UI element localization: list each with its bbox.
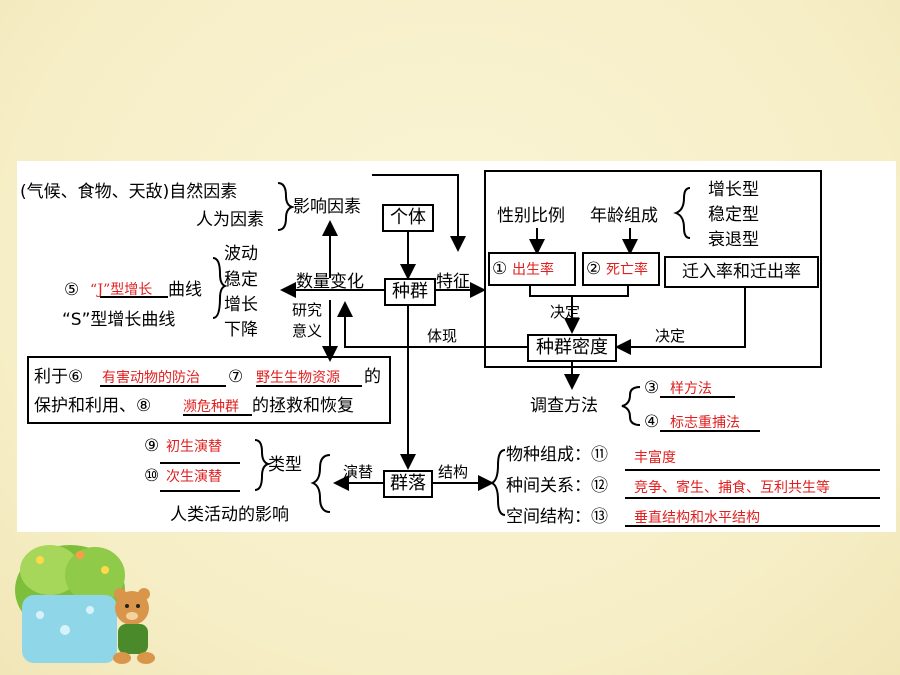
answer-11: 丰富度 — [634, 450, 676, 466]
answer-6: 有害动物的防治 — [102, 370, 200, 386]
node-population: 种群 — [384, 278, 436, 306]
grow-label: 增长 — [224, 295, 258, 315]
de-label: 的 — [364, 367, 381, 387]
answer-7: 野生生物资源 — [256, 370, 340, 386]
answer-5: “J”型增长 — [90, 282, 153, 298]
meaning-label: 意义 — [292, 322, 323, 340]
embody-label: 体现 — [427, 327, 458, 345]
node-density: 种群密度 — [527, 334, 617, 362]
number-2: ② — [586, 259, 602, 279]
research-label: 研究 — [292, 301, 323, 319]
number-1: ① — [492, 259, 508, 279]
quantity-change-label: 数量变化 — [296, 272, 364, 292]
answer-12: 竞争、寄生、捕食、互利共生等 — [634, 480, 830, 496]
feature-label: 特征 — [436, 272, 470, 292]
age-structure-label: 年龄组成 — [590, 206, 658, 226]
community-text: 群落 — [390, 473, 426, 494]
decide-label-1: 决定 — [550, 303, 581, 321]
sex-ratio-label: 性别比例 — [497, 206, 565, 226]
node-individual: 个体 — [382, 204, 434, 232]
natural-factor-label: (气候、食物、天敌)自然因素 — [20, 182, 238, 202]
number-3: ③ — [644, 378, 660, 398]
benefit-end: 的拯救和恢复 — [252, 396, 354, 416]
number-9: ⑨ — [144, 436, 160, 456]
node-birth-rate — [488, 252, 576, 286]
node-community: 群落 — [383, 470, 433, 498]
species-relation-label: 种间关系：⑫ — [506, 476, 608, 496]
number-10: ⑩ — [144, 466, 160, 486]
decide-label-2: 决定 — [655, 327, 686, 345]
number-4: ④ — [644, 412, 660, 432]
human-influence-label: 人类活动的影响 — [170, 505, 289, 525]
answer-2: 死亡率 — [606, 262, 648, 278]
influence-factor-label: 影响因素 — [293, 197, 361, 217]
s-curve-label: “S”型增长曲线 — [62, 310, 176, 330]
migration-text: 迁入率和迁出率 — [682, 262, 801, 282]
curve-label: 曲线 — [168, 280, 202, 300]
number-5: ⑤ — [64, 280, 80, 300]
succession-label: 演替 — [343, 463, 374, 481]
stable-label: 稳定 — [224, 270, 258, 290]
answer-8: 濒危种群 — [183, 399, 239, 415]
answer-4: 标志重捕法 — [670, 415, 740, 431]
answer-1: 出生率 — [512, 262, 554, 278]
number-7: ⑦ — [228, 367, 244, 387]
decline-type-label: 衰退型 — [708, 230, 759, 250]
spatial-structure-label: 空间结构：⑬ — [506, 507, 608, 527]
population-text: 种群 — [392, 281, 428, 302]
node-death-rate — [582, 252, 660, 286]
survey-method-label: 调查方法 — [530, 396, 598, 416]
decline-label: 下降 — [224, 320, 258, 340]
human-factor-label: 人为因素 — [196, 210, 264, 230]
answer-3: 样方法 — [670, 381, 712, 397]
species-composition-label: 物种组成：⑪ — [506, 445, 608, 465]
structure-label: 结构 — [438, 463, 469, 481]
growth-type-label: 增长型 — [708, 180, 759, 200]
node-migration: 迁入率和迁出率 — [664, 256, 819, 288]
benefit-line1: 利于⑥ — [34, 367, 84, 387]
individual-text: 个体 — [390, 207, 426, 228]
fluctuate-label: 波动 — [224, 244, 258, 264]
answer-9: 初生演替 — [166, 439, 222, 455]
stable-type-label: 稳定型 — [708, 205, 759, 225]
answer-10: 次生演替 — [166, 469, 222, 485]
benefit-line2: 保护和利用、⑧ — [34, 396, 152, 416]
type-label: 类型 — [268, 455, 302, 475]
answer-13: 垂直结构和水平结构 — [634, 510, 760, 526]
density-text: 种群密度 — [536, 337, 608, 358]
cartoon-bear-decoration — [15, 545, 155, 664]
